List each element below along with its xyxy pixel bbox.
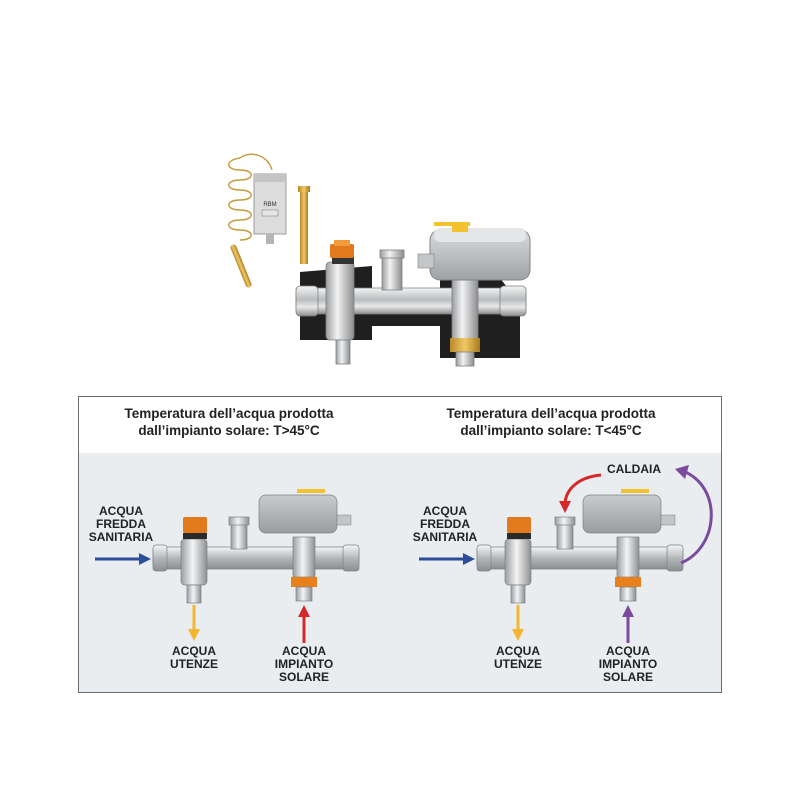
panel-right-title: Temperatura dell’acqua prodotta dall’imp… [401,405,701,439]
right-assembly [476,489,684,604]
tee-fitting [379,249,405,291]
boiler-return-arrow [680,469,713,565]
product-illustration: RBM [228,153,531,367]
right-label-users-water: ACQUA UTENZE [494,644,542,671]
thermostat-logo: RBM [263,202,276,208]
thermostat-sensor-probe [230,244,252,288]
solar-inlet-nut [450,338,480,352]
right-mixer-knob [507,517,531,533]
valve-actuator [417,222,531,281]
flow-diagrams [95,465,713,643]
left-label-cold-water: ACQUA FREDDA SANITARIA [88,504,154,544]
thermostat-box: RBM [253,173,287,244]
brass-probe-pocket [298,186,310,264]
panel-left-title-line1: Temperatura dell’acqua prodotta [124,406,334,421]
panel-right-title-line2: dall’impianto solare: T<45°C [460,423,642,438]
right-label-solar-water: ACQUA IMPIANTO SOLARE [598,644,658,684]
diverter-valve [450,273,480,367]
left-actuator [258,494,338,534]
left-mixer-knob [183,517,207,533]
operation-diagram-panel: Temperatura dell’acqua prodotta dall’imp… [78,396,722,693]
panel-left-title-line2: dall’impianto solare: T>45°C [138,423,320,438]
left-label-users-water: ACQUA UTENZE [170,644,218,671]
right-solar-nut [615,577,641,587]
left-assembly [152,489,360,604]
right-actuator [582,494,662,534]
left-solar-nut [291,577,317,587]
mixer-knob [330,244,354,258]
thermostat-capillary-coil [228,153,273,241]
panel-left-title: Temperatura dell’acqua prodotta dall’imp… [79,405,379,439]
right-label-cold-water: ACQUA FREDDA SANITARIA [412,504,478,544]
panel-right-title-line1: Temperatura dell’acqua prodotta [446,406,656,421]
thermostatic-mixer [325,240,355,365]
left-label-solar-water: ACQUA IMPIANTO SOLARE [274,644,334,684]
right-label-boiler: CALDAIA [607,462,661,476]
